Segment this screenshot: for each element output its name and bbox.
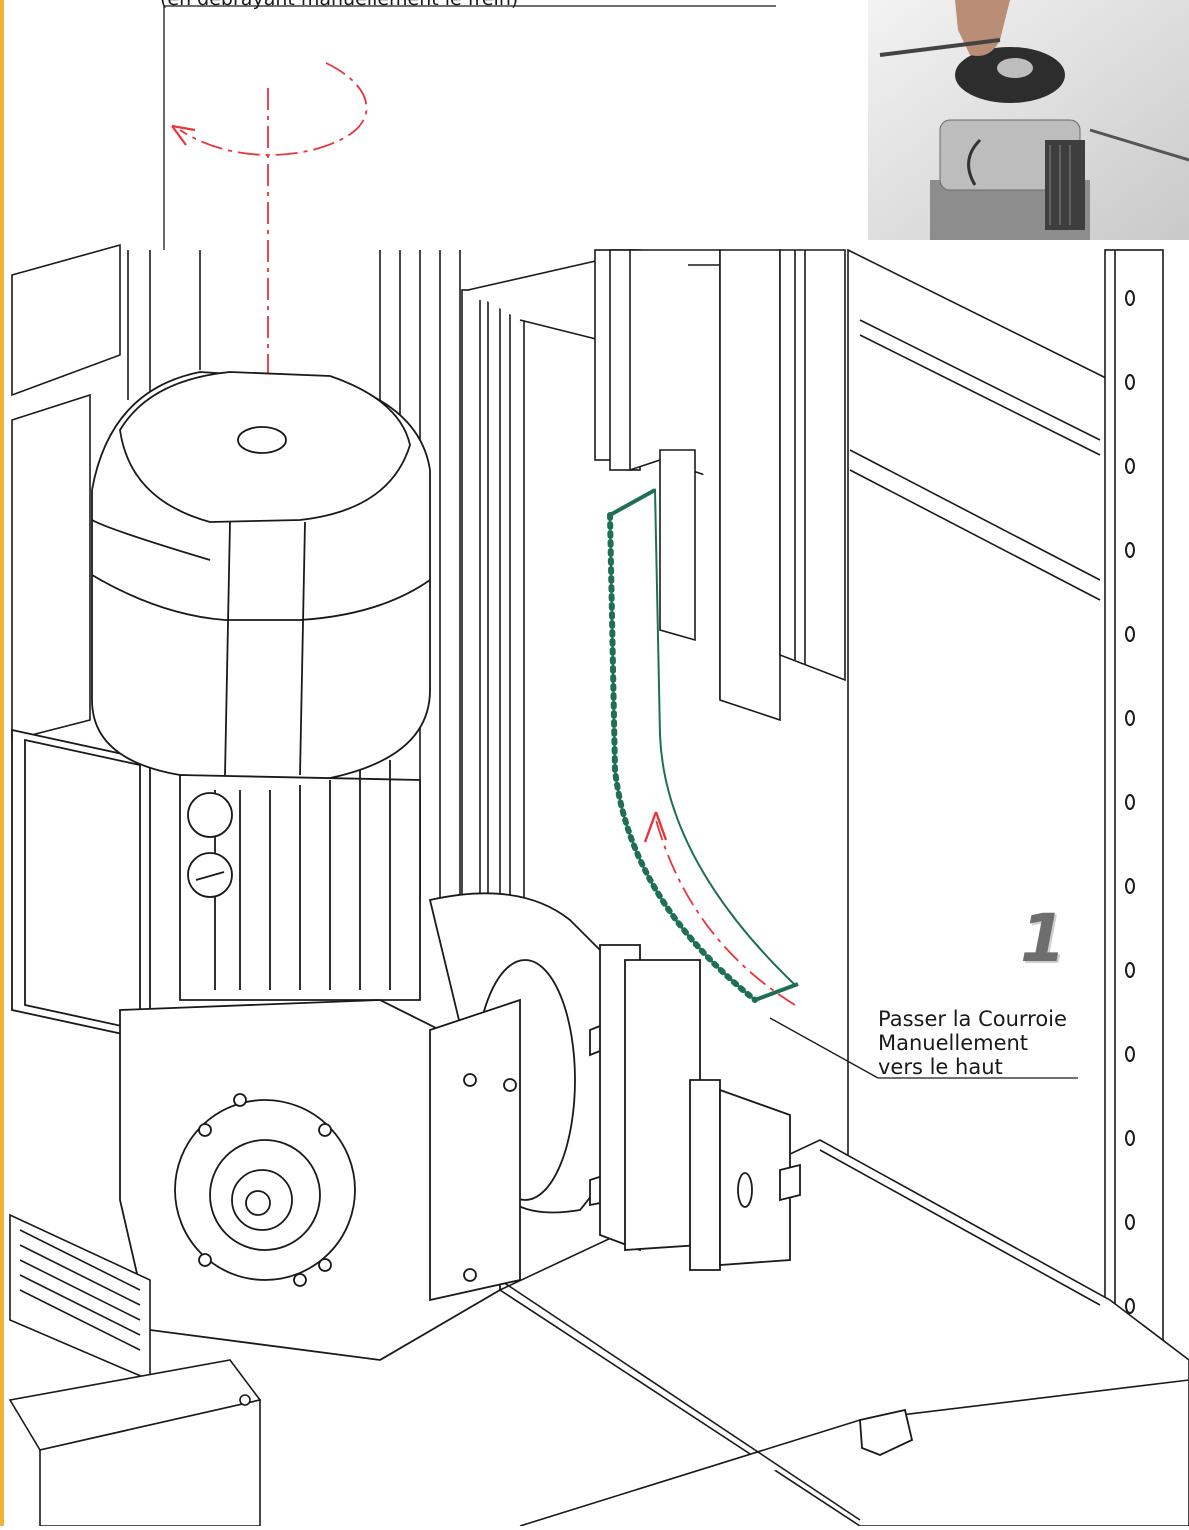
step-number: 1 (1020, 900, 1066, 977)
brake-release-photo (868, 0, 1189, 240)
belt-instruction: Passer la Courroie Manuellement vers le … (878, 1007, 1067, 1079)
toothed-belt (607, 488, 799, 1003)
motor-assembly (11, 371, 639, 1361)
belt-callout-leader (769, 1017, 1078, 1079)
frame-structure (11, 243, 1189, 1527)
up-arrow-icon (643, 811, 796, 1006)
brake-callout-leader (163, 5, 776, 250)
belt-instruction-line-3: vers le haut (878, 1055, 1003, 1079)
belt-instruction-line-1: Passer la Courroie (878, 1007, 1067, 1031)
terminal-block (8, 1213, 262, 1527)
brake-release-note: (en débrayant manuellement le frein) (160, 0, 780, 10)
belt-guide-bracket (599, 944, 914, 1456)
post-holes (1125, 290, 1135, 1314)
belt-instruction-line-2: Manuellement (878, 1031, 1029, 1055)
page-accent-bar (0, 0, 4, 1526)
